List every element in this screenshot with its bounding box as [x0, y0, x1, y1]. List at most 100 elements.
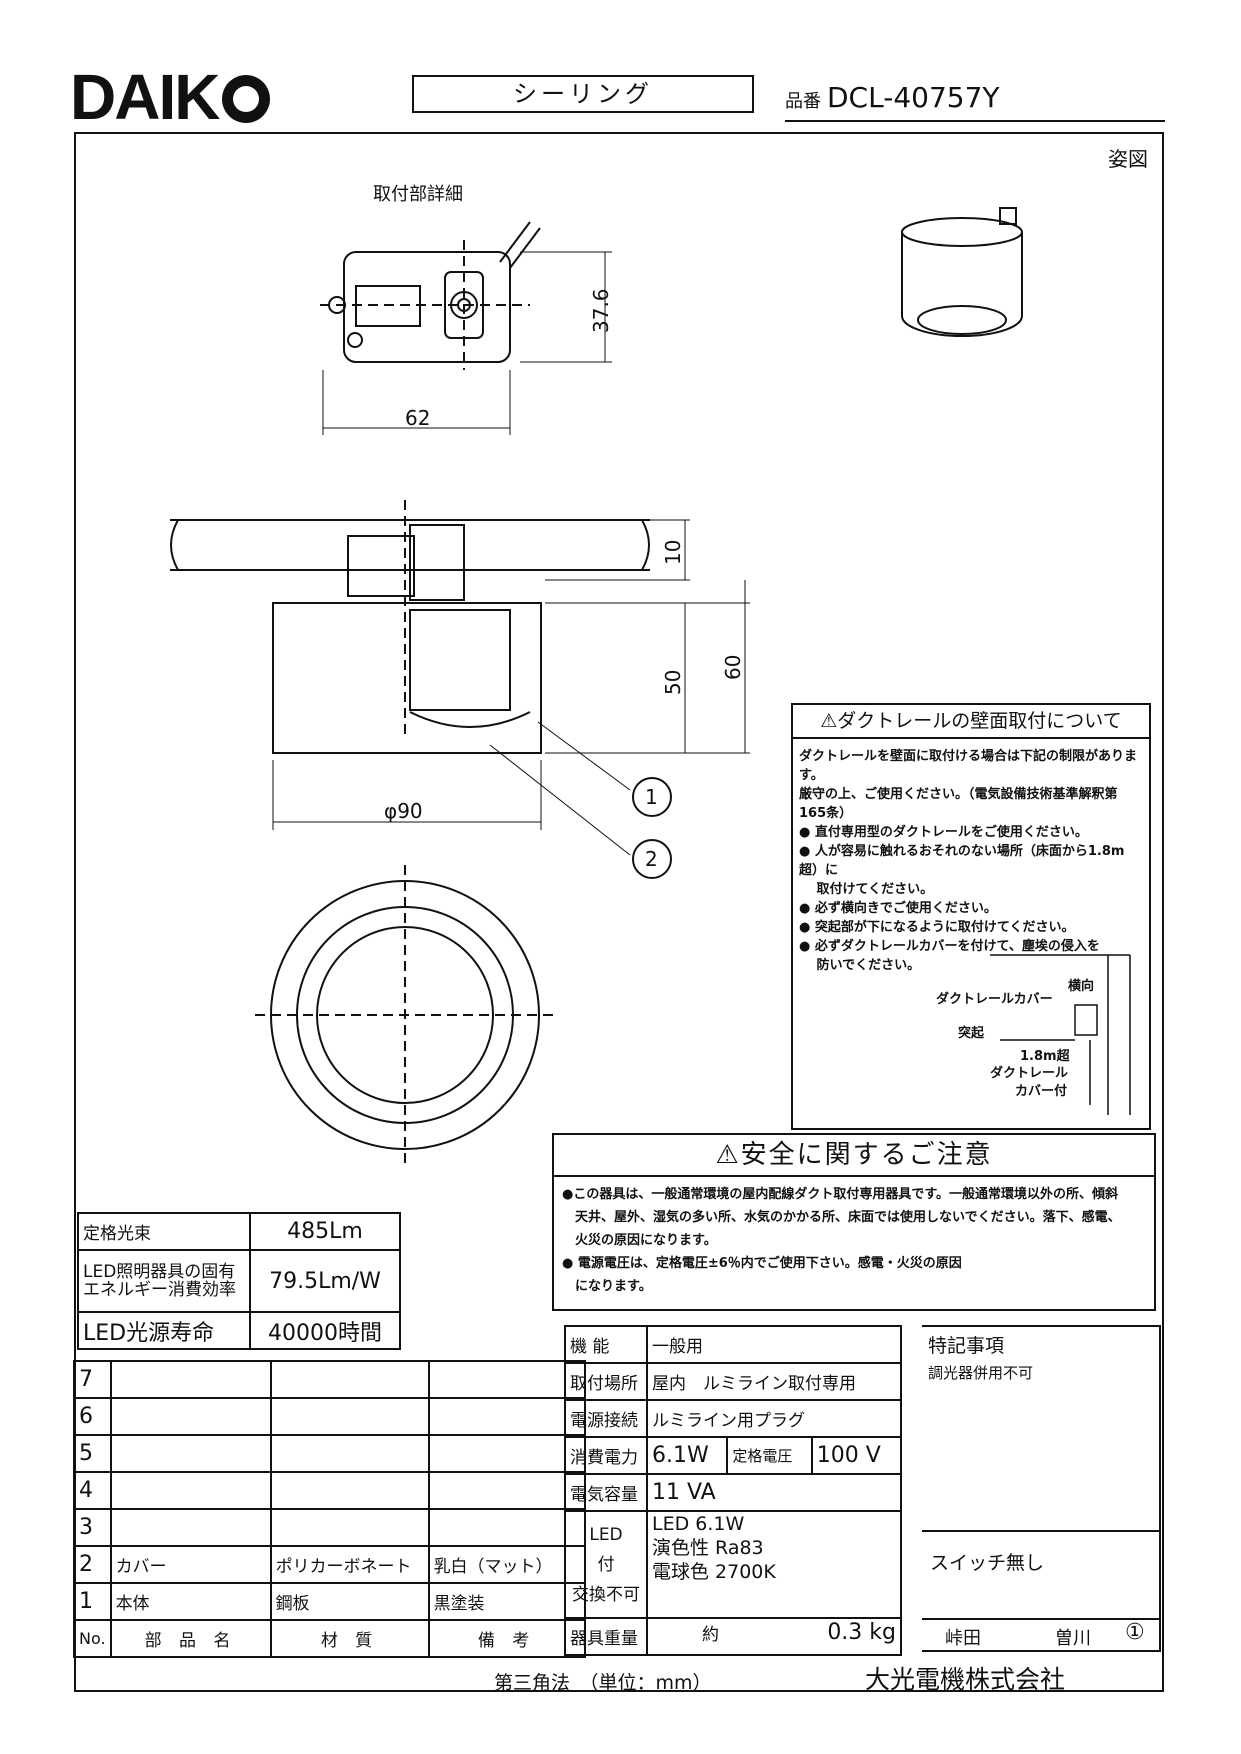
- capacity-value: 11 VA: [646, 1473, 902, 1512]
- dim-50: 50: [661, 670, 685, 695]
- safety-notice: ⚠安全に関するご注意 ●この器具は、一般通常環境の屋内配線ダクト取付専用器具です…: [552, 1133, 1156, 1311]
- duct-notice-line: ● 突起部が下になるように取付けてください。: [799, 920, 1075, 935]
- power-label: 消費電力: [564, 1436, 648, 1475]
- product-type: シーリング: [412, 75, 754, 113]
- safety-line: になります。: [562, 1279, 652, 1294]
- note-item: 調光器併用不可: [928, 1364, 1034, 1382]
- function-label: 機 能: [564, 1325, 648, 1364]
- duct-notice-line: ● 人が容易に触れるおそれのない場所（床面から1.8m超）に: [799, 844, 1125, 878]
- table-row: 7: [73, 1360, 586, 1399]
- spec-label: LED照明器具の固有 エネルギー消費効率: [77, 1249, 251, 1313]
- duct-notice-title: ⚠ダクトレールの壁面取付について: [793, 705, 1149, 739]
- part-material: [269, 1434, 430, 1473]
- parts-header-name: 部 品 名: [109, 1619, 272, 1658]
- spec-value: 485Lm: [249, 1212, 401, 1251]
- part-material: ポリカーボネート: [269, 1545, 430, 1584]
- part-name: カバー: [109, 1545, 272, 1584]
- part-no: 2: [73, 1545, 112, 1584]
- parts-header-note: 備 考: [427, 1619, 586, 1658]
- fig-with-cover-label: カバー付: [1015, 1084, 1068, 1099]
- fig-height-label: 1.8m超: [1020, 1049, 1070, 1064]
- weight-prefix: 約: [702, 1624, 719, 1645]
- part-number: 品番 DCL-40757Y: [785, 80, 1165, 122]
- function-value: 一般用: [646, 1325, 902, 1364]
- led-line: 電球色 2700K: [652, 1561, 776, 1583]
- safety-line: ● 電源電圧は、定格電圧±6％内でご使用下さい。感電・火災の原因: [562, 1256, 962, 1271]
- part-name: 本体: [109, 1582, 272, 1621]
- table-row: 4: [73, 1471, 586, 1510]
- logo-o-icon: [222, 75, 271, 123]
- part-note: [427, 1434, 586, 1473]
- function-table: 機 能一般用 取付場所屋内 ルミライン取付専用 電源接続ルミライン用プラグ 消費…: [564, 1325, 903, 1656]
- parts-header-no: No.: [73, 1619, 112, 1658]
- led-line: 演色性 Ra83: [652, 1537, 764, 1559]
- fig-cover-label: ダクトレールカバー: [936, 992, 1053, 1007]
- table-row: 取付場所屋内 ルミライン取付専用: [564, 1362, 902, 1401]
- projection-method: 第三角法 （単位：mm）: [494, 1672, 712, 1694]
- power-conn-value: ルミライン用プラグ: [646, 1399, 902, 1438]
- spec-value: 40000時間: [249, 1311, 401, 1350]
- spec-label: 定格光束: [77, 1212, 251, 1251]
- duct-rail-notice: ⚠ダクトレールの壁面取付について ダクトレールを壁面に取付ける場合は下記の制限が…: [791, 703, 1151, 1130]
- led-label: 交換不可: [572, 1584, 640, 1605]
- fig-protrusion-label: 突起: [958, 1026, 985, 1041]
- part-number-label: 品番: [785, 91, 821, 112]
- dim-10: 10: [661, 540, 685, 565]
- location-value: 屋内 ルミライン取付専用: [646, 1362, 902, 1401]
- part-number-value: DCL-40757Y: [827, 81, 1000, 114]
- part-name: [109, 1397, 272, 1436]
- part-name: [109, 1434, 272, 1473]
- daiko-logo: DAIK: [70, 62, 271, 132]
- table-row: 器具重量 約 0.3 kg: [564, 1617, 902, 1656]
- led-line: LED 6.1W: [652, 1513, 745, 1535]
- side-view-drawing: [170, 500, 750, 879]
- part-material: [269, 1471, 430, 1510]
- view-label: 姿図: [1108, 147, 1148, 171]
- led-label: 付: [597, 1554, 615, 1575]
- perspective-view-drawing: [901, 207, 1023, 337]
- table-row: 電源接続ルミライン用プラグ: [564, 1399, 902, 1438]
- rated-voltage-value: 100 V: [810, 1436, 903, 1475]
- part-material: 鋼板: [269, 1582, 430, 1621]
- safety-title: 安全に関するご注意: [740, 1140, 993, 1170]
- dim-90: φ90: [384, 799, 423, 823]
- notes-box: 特記事項 調光器併用不可: [922, 1325, 1161, 1652]
- fig-side-label: 横向: [1068, 979, 1095, 994]
- capacity-label: 電気容量: [564, 1473, 648, 1512]
- part-no: 1: [73, 1582, 112, 1621]
- duct-notice-line: 防いでください。: [799, 958, 921, 973]
- part-note: 乳白（マット）: [427, 1545, 586, 1584]
- part-no: 4: [73, 1471, 112, 1510]
- callout-1: 1: [645, 785, 658, 809]
- part-note: [427, 1397, 586, 1436]
- dim-62: 62: [405, 406, 430, 430]
- weight-label: 器具重量: [564, 1617, 648, 1656]
- led-label: LED: [589, 1524, 623, 1545]
- duct-rail-figure: [990, 954, 1131, 1115]
- power-value: 6.1W: [645, 1436, 729, 1475]
- safety-line: ●この器具は、一般通常環境の屋内配線ダクト取付専用器具です。一般通常環境以外の所…: [562, 1187, 1119, 1202]
- part-note: [427, 1471, 586, 1510]
- safety-line: 火災の原因になります。: [562, 1233, 717, 1248]
- weight-value: 0.3 kg: [827, 1619, 896, 1645]
- spec-label: LED光源寿命: [77, 1311, 251, 1350]
- mounting-detail-drawing: [320, 221, 612, 435]
- part-material: [269, 1508, 430, 1547]
- duct-notice-line: 取付けてください。: [799, 882, 934, 897]
- parts-header-material: 材 質: [269, 1619, 430, 1658]
- signature-2: 曽川: [1055, 1628, 1091, 1649]
- dim-37-6: 37.6: [589, 288, 613, 333]
- dim-60: 60: [721, 655, 745, 680]
- table-row: 6: [73, 1397, 586, 1436]
- part-material: [269, 1397, 430, 1436]
- part-name: [109, 1360, 272, 1399]
- drawing-frame: [74, 132, 1164, 1692]
- notes-title: 特記事項: [928, 1335, 1005, 1357]
